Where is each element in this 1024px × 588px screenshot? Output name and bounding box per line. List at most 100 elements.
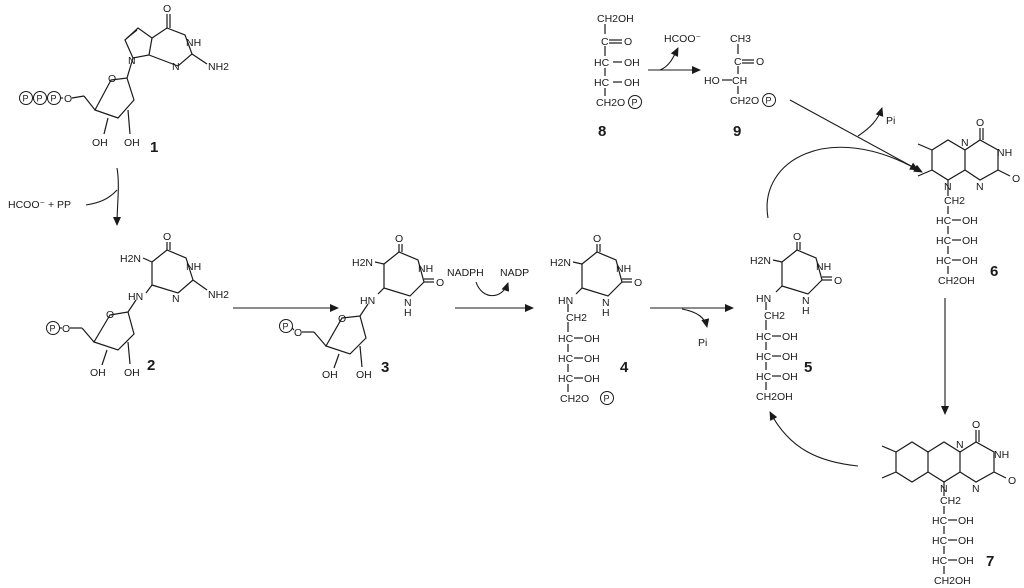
c1-nh: NH: [186, 37, 201, 49]
c1-p1: P: [23, 94, 29, 104]
compound-7-number: 7: [986, 553, 994, 570]
c5-nh: NH: [816, 261, 831, 273]
c4-ch2: CH2: [566, 312, 587, 324]
c7-n10: N: [940, 483, 948, 495]
c8-phosphate-circle: [628, 95, 642, 109]
compound-3-number: 3: [381, 359, 389, 376]
compound-1-gtp: O NH NH2 N N O O OH OH P P P 1: [19, 3, 229, 156]
c4-oh3: OH: [584, 373, 600, 385]
c2-o5: O: [62, 323, 70, 335]
c3-o-right: O: [436, 277, 444, 289]
c9-o: O: [756, 56, 764, 68]
c7-oh1: OH: [958, 515, 974, 527]
c7-hc2: HC: [932, 535, 948, 547]
arrow-9-to-6: [789, 99, 923, 173]
c4-o-top: O: [593, 233, 601, 245]
c5-hc3: HC: [756, 371, 772, 383]
c4-h: H: [602, 307, 610, 319]
c4-p: P: [604, 394, 610, 404]
compound-4: O H2N NH O N H HN CH2 HC OH HC OH HC OH …: [550, 233, 642, 405]
c3-phosphate-circle: [279, 319, 293, 333]
c1-n9: N: [128, 55, 136, 67]
c4-oh1: OH: [584, 333, 600, 345]
c4-n: N: [602, 297, 610, 309]
c7-hc3: HC: [932, 555, 948, 567]
c4-hc1: HC: [558, 333, 574, 345]
c5-o-right: O: [834, 275, 842, 287]
c5-ch2oh: CH2OH: [756, 391, 793, 403]
c4-o-right: O: [634, 277, 642, 289]
c2-oh-a: OH: [90, 367, 106, 379]
compound-8-number: 8: [598, 123, 606, 140]
c6-oh2: OH: [962, 235, 978, 247]
c8-ch2o: CH2O: [596, 97, 625, 109]
c8-c: C: [601, 36, 609, 48]
c1-oh-b: OH: [124, 137, 140, 149]
compound-2-number: 2: [147, 357, 155, 374]
c5-ch2: CH2: [764, 310, 785, 322]
compound-8: CH2OH C O HC OH HC OH CH2O P 8: [594, 13, 642, 140]
c8-ch2oh: CH2OH: [597, 13, 634, 25]
c3-p: P: [283, 322, 289, 332]
c7-n2: N: [972, 483, 980, 495]
c3-o-top: O: [395, 233, 403, 245]
c7-o-right: O: [1008, 475, 1016, 487]
c1-oh-a: OH: [92, 137, 108, 149]
c4-ch2o: CH2O: [560, 393, 589, 405]
c3-h2n: H2N: [352, 257, 373, 269]
c3-oh-a: OH: [322, 369, 338, 381]
c4-hc3: HC: [558, 373, 574, 385]
arrow-nadph-curve: [475, 281, 510, 297]
c8-p: P: [632, 98, 638, 108]
c2-p: P: [50, 324, 56, 334]
c7-o-top: O: [972, 419, 980, 431]
c9-c: C: [734, 56, 742, 68]
c6-ch2: CH2: [944, 195, 965, 207]
c7-hc1: HC: [932, 515, 948, 527]
arrow-5-to-6: [766, 146, 919, 219]
c4-nh: NH: [616, 263, 631, 275]
c7-ch2: CH2: [940, 495, 961, 507]
reagent-nadph: NADPH: [447, 267, 484, 279]
c3-nh: NH: [418, 263, 433, 275]
c6-n1: N: [961, 137, 969, 149]
c4-oh2: OH: [584, 353, 600, 365]
c4-hn: HN: [558, 295, 573, 307]
c9-ch2o: CH2O: [730, 95, 759, 107]
c7-nh: NH: [994, 449, 1009, 461]
c5-hn: HN: [756, 293, 771, 305]
c1-p2: P: [37, 94, 43, 104]
c6-ch2oh: CH2OH: [938, 275, 975, 287]
c3-ring-o: O: [338, 313, 346, 325]
c6-hc1: HC: [936, 215, 952, 227]
c9-ch: CH: [732, 75, 747, 87]
arrow-7-to-5: [769, 411, 859, 467]
c8-hc2: HC: [594, 77, 610, 89]
c3-oh-b: OH: [356, 369, 372, 381]
c2-o: O: [163, 231, 171, 243]
compound-1-number: 1: [150, 139, 158, 156]
c2-nh2: NH2: [208, 289, 229, 301]
c3-o5: O: [294, 327, 302, 339]
reagent-formate-pp: HCOO⁻ + PP: [8, 199, 71, 211]
c5-oh1: OH: [782, 331, 798, 343]
c3-hn: HN: [360, 295, 375, 307]
arrow-pi-release: [681, 308, 710, 328]
compound-3: O H2N NH O N H HN O O OH OH P 3: [279, 233, 444, 381]
c2-nh: NH: [186, 261, 201, 273]
reagent-formate-9: HCOO⁻: [664, 33, 702, 45]
c6-nh: NH: [997, 147, 1012, 159]
c5-oh2: OH: [782, 351, 798, 363]
c6-oh3: OH: [962, 255, 978, 267]
compound-5: O H2N NH O N H HN CH2 HC OH HC OH HC OH …: [750, 231, 842, 403]
c9-ch3: CH3: [730, 33, 751, 45]
c4-h2n: H2N: [550, 257, 571, 269]
c7-n1: N: [956, 439, 964, 451]
compound-4-number: 4: [620, 359, 629, 376]
c7-oh3: OH: [958, 555, 974, 567]
c8-hc1: HC: [594, 57, 610, 69]
c2-ring-o: O: [106, 309, 114, 321]
c3-h: H: [404, 307, 412, 319]
c8-o: O: [624, 36, 632, 48]
